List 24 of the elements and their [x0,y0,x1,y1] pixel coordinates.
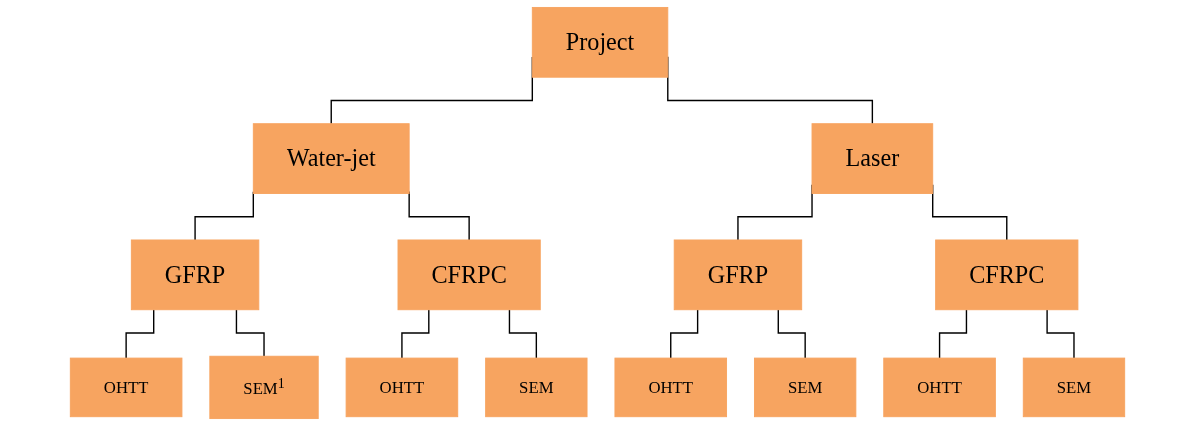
node-box: GFRP [130,239,260,311]
node-box: SEM$^{1}$ [209,355,319,420]
node-box: Laser [811,123,934,194]
connector [777,309,806,359]
connector [938,309,968,359]
node-box: GFRP [673,239,803,311]
node-box: SEM [485,357,588,418]
node-box: CFRPC [397,239,541,311]
node-box: SEM [754,357,857,418]
node-box: Project [531,6,669,78]
node-box: OHTT [614,357,728,418]
connector [508,309,538,359]
connector [194,191,254,241]
connector [125,309,155,359]
node-box: CFRPC [935,239,1079,311]
connector [401,309,430,359]
node-box: OHTT [883,357,996,418]
connector [1046,309,1075,359]
connector [670,309,699,359]
node-box: OHTT [69,357,183,418]
node-box: OHTT [345,357,459,418]
node-box: SEM [1022,357,1126,418]
connector [235,309,265,357]
node-box: Water-jet [252,123,410,194]
